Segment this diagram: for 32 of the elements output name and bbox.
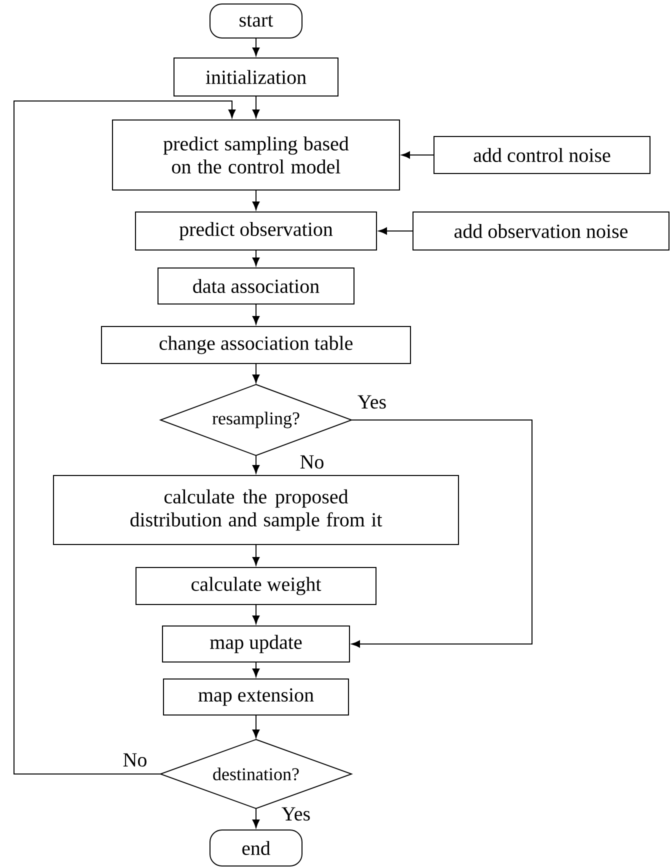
- arrow: [252, 455, 260, 474]
- arrow: [252, 808, 260, 828]
- arrow: [252, 38, 260, 56]
- arrow: [252, 304, 260, 325]
- process-box: map update: [162, 626, 350, 662]
- arrow: [401, 151, 434, 159]
- edge-label: No: [298, 454, 326, 470]
- process-box: add control noise: [434, 136, 650, 174]
- arrow: [252, 96, 260, 118]
- arrow: [252, 364, 260, 384]
- arrow: [378, 227, 413, 235]
- process-box: change association table: [101, 326, 411, 364]
- arrow: [252, 250, 260, 266]
- process-box: map extension: [163, 678, 349, 716]
- arrow: [252, 544, 260, 566]
- process-box: calculate weight: [136, 567, 376, 605]
- process-box: data association: [158, 268, 354, 304]
- process-box: calculate the proposed distribution and sample from it: [53, 475, 459, 545]
- arrow: [252, 604, 260, 624]
- edge-label: No: [122, 752, 148, 768]
- arrow: [252, 715, 260, 738]
- process-box: predict observation: [135, 212, 377, 250]
- arrow: [252, 662, 260, 678]
- process-box: add observation noise: [412, 212, 670, 250]
- arrow: [351, 420, 532, 648]
- arrow: [14, 100, 236, 774]
- process-box: initialization: [174, 58, 338, 96]
- terminal-box: start: [210, 4, 302, 39]
- process-box: predict sampling based on the control model: [112, 120, 400, 190]
- edge-label: Yes: [356, 394, 388, 410]
- arrow: [252, 190, 260, 210]
- terminal-box: end: [210, 830, 302, 866]
